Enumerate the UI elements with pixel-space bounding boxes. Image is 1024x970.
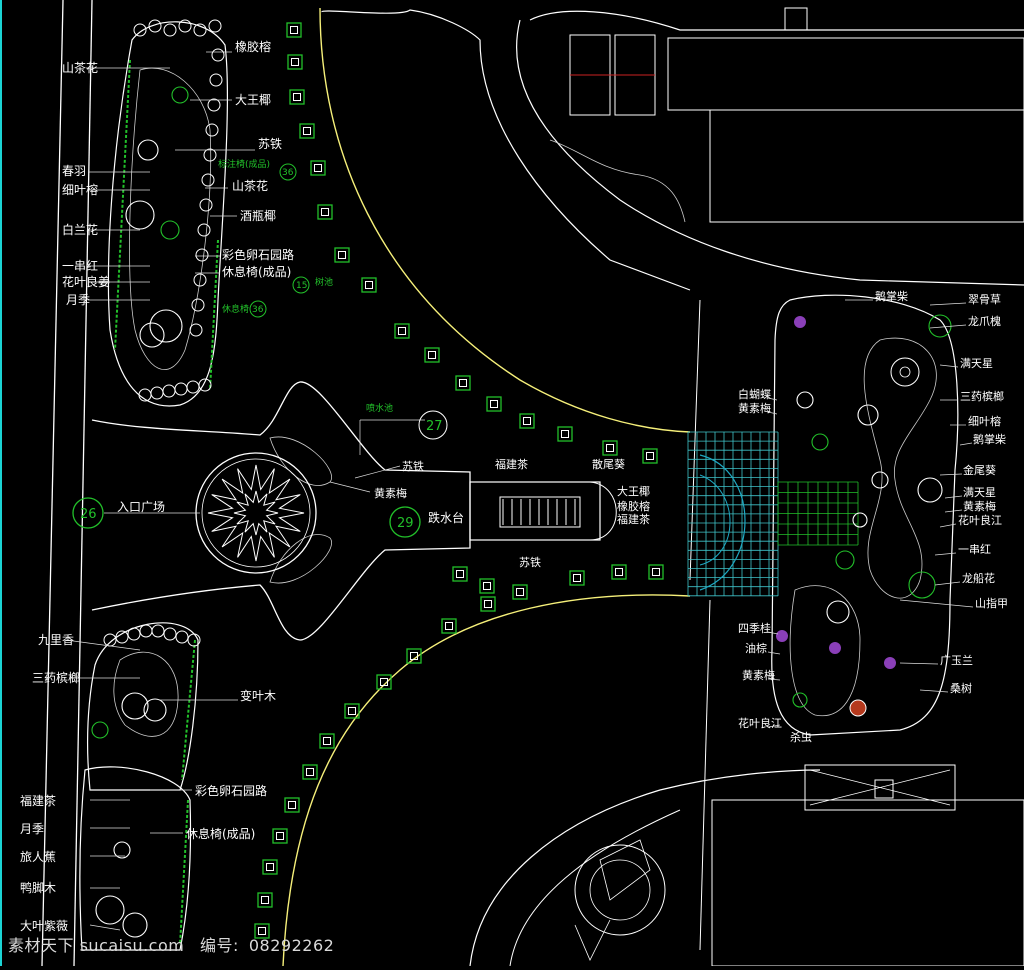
main-curved-paths xyxy=(282,7,711,967)
label-rr-11: 一串红 xyxy=(958,543,991,556)
watermark-code-label: 编号: xyxy=(199,936,239,955)
label-rr-1: 翠骨草 xyxy=(968,293,1001,306)
label-c-5: 苏铁 xyxy=(519,556,541,569)
label-r-1: 黄素梅 xyxy=(738,401,771,415)
planting-bed-top-left xyxy=(107,21,229,407)
label-r-2: 四季桂 xyxy=(738,621,771,635)
label-leaders xyxy=(65,51,974,931)
label-green-bench: 标注椅(成品) xyxy=(218,158,270,170)
label-bottle-palm: 酒瓶椰 xyxy=(240,208,276,223)
label-camellia: 山茶花 xyxy=(62,60,98,75)
road-edge-right xyxy=(73,0,93,967)
label-rr-8: 满天星 xyxy=(963,486,996,499)
starburst-plaza xyxy=(195,452,317,574)
label-c-1: 散尾葵 xyxy=(592,457,625,471)
label-c-3: 橡胶榕 xyxy=(617,499,650,513)
label-bench: 休息椅(成品) xyxy=(222,264,291,279)
label-rr-5: 细叶榕 xyxy=(968,414,1001,428)
label-green-num-2: 15 xyxy=(296,281,307,291)
top-right-structures xyxy=(516,7,1024,286)
labels-left-top: 山茶花 春羽 细叶榕 白兰花 一串红 花叶良姜 月季 xyxy=(62,60,110,307)
label-rr-6: 鹅掌柴 xyxy=(973,432,1006,446)
water-name: 跌水台 xyxy=(428,510,464,525)
label-magnolia: 白兰花 xyxy=(62,222,98,237)
label-salvia: 一串红 xyxy=(62,258,98,273)
label-r-3: 油棕 xyxy=(745,641,767,655)
label-rr-14: 广玉兰 xyxy=(940,654,973,667)
label-rr-3: 满天星 xyxy=(960,357,993,370)
label-c-7: 黄素梅 xyxy=(374,486,407,500)
label-pebble-path-2: 彩色卵石园路 xyxy=(195,783,267,798)
label-rr-9: 黄素梅 xyxy=(963,499,996,513)
label-r-4: 黄素梅 xyxy=(742,668,775,682)
labels-right-left: 白蝴蝶 黄素梅 四季桂 油棕 黄素梅 花叶良江 杀虫 xyxy=(738,387,812,744)
watermark-code: 08292262 xyxy=(248,936,335,955)
label-alpinia: 花叶良姜 xyxy=(62,274,110,289)
label-croton: 变叶木 xyxy=(240,688,276,703)
fountain-number: 27 xyxy=(426,419,443,434)
label-green-treepit: 树池 xyxy=(315,276,333,288)
label-schefflera: 鸭脚木 xyxy=(20,880,56,895)
labels-left-top-right: 橡胶榕 大王椰 苏铁 山茶花 酒瓶椰 彩色卵石园路 休息椅(成品) xyxy=(222,39,294,279)
bottom-right-structures xyxy=(469,764,1024,967)
water-feature xyxy=(469,481,617,541)
label-rr-10: 花叶良江 xyxy=(958,513,1002,527)
label-royal-palm: 大王椰 xyxy=(235,92,271,107)
labels-right-right: 鹅掌柴 翠骨草 龙爪槐 满天星 三药槟榔 细叶榕 鹅掌柴 金尾葵 满天星 黄素梅… xyxy=(875,289,1008,695)
label-r-0: 白蝴蝶 xyxy=(738,387,771,401)
label-green-num-3: 36 xyxy=(252,305,264,315)
label-ravenala: 旅人蕉 xyxy=(20,850,56,864)
label-lagerstroemia: 大叶紫薇 xyxy=(20,919,68,933)
labels-center: 福建茶 散尾葵 大王椰 橡胶榕 福建茶 苏铁 苏铁 黄素梅 xyxy=(374,457,650,569)
watermark-site: 素材天下 sucaisu.com xyxy=(8,936,185,955)
label-c-6: 苏铁 xyxy=(402,460,424,473)
label-green-rest: 休息椅 xyxy=(222,303,249,315)
labels-left-bottom: 九里香 三药槟榔 福建茶 月季 旅人蕉 鸭脚木 大叶紫薇 变叶木 彩色卵石园路 … xyxy=(20,633,276,933)
label-c-0: 福建茶 xyxy=(495,457,528,471)
tree-symbols xyxy=(91,19,952,938)
fountain-note: 喷水池 xyxy=(366,402,393,414)
label-rr-7: 金尾葵 xyxy=(963,463,996,477)
watermark: 素材天下 sucaisu.com 编号: 08292262 xyxy=(8,932,344,956)
labels-green: 标注椅(成品) 36 树池 15 休息椅 36 xyxy=(218,158,333,318)
plaza-name: 入口广场 xyxy=(117,500,165,514)
label-ficus: 细叶榕 xyxy=(62,182,98,197)
label-rubber-tree: 橡胶榕 xyxy=(235,39,271,54)
label-dypsis: 三药槟榔 xyxy=(32,670,80,685)
label-rr-15: 桑树 xyxy=(950,681,972,695)
label-rose: 月季 xyxy=(66,293,90,307)
label-c-4: 福建茶 xyxy=(617,512,650,526)
green-grid-paving xyxy=(777,481,859,546)
plaza-labels: 26 入口广场 29 跌水台 27 喷水池 xyxy=(72,402,464,538)
tree-pit-squares xyxy=(254,22,664,939)
label-r-6: 杀虫 xyxy=(790,730,812,744)
plaza-number: 26 xyxy=(80,507,97,522)
label-camellia-2: 山茶花 xyxy=(232,178,268,193)
label-pebble-path: 彩色卵石园路 xyxy=(222,247,294,262)
planting-bed-bottom-left xyxy=(79,622,199,951)
grid-paving xyxy=(687,431,779,597)
label-carmona: 福建茶 xyxy=(20,793,56,808)
road-edge-left xyxy=(41,0,64,967)
right-garden xyxy=(771,294,959,736)
label-bench-2: 休息椅(成品) xyxy=(186,826,255,841)
label-green-num-1: 36 xyxy=(282,168,294,178)
label-murraya: 九里香 xyxy=(38,633,74,647)
label-rr-4: 三药槟榔 xyxy=(960,389,1004,403)
label-rr-2: 龙爪槐 xyxy=(968,314,1001,328)
label-rr-13: 山指甲 xyxy=(975,596,1008,610)
label-rr-0: 鹅掌柴 xyxy=(875,289,908,303)
label-cycas: 苏铁 xyxy=(258,137,282,151)
label-rr-12: 龙船花 xyxy=(962,571,995,585)
label-r-5: 花叶良江 xyxy=(738,716,782,730)
label-philodendron: 春羽 xyxy=(62,164,86,178)
label-c-2: 大王椰 xyxy=(617,484,650,498)
water-number: 29 xyxy=(397,516,414,531)
label-rose-2: 月季 xyxy=(20,822,44,836)
